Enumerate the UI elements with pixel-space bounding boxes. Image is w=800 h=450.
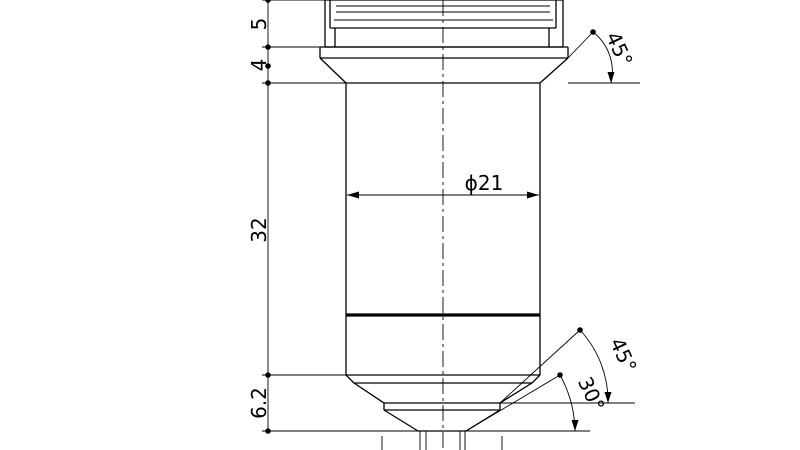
tip-angle-dimension bbox=[465, 372, 590, 432]
vertical-dimension-chain bbox=[262, 0, 418, 434]
body-length-label: 32 bbox=[247, 217, 271, 242]
main-body bbox=[345, 83, 541, 376]
nose-length-label: 6.2 bbox=[247, 387, 271, 419]
upper-angle-label: 45° bbox=[601, 28, 638, 70]
diameter-dimension bbox=[347, 191, 539, 199]
lower-angle-label: 45° bbox=[605, 334, 642, 376]
tip-angle-label: 30° bbox=[573, 373, 610, 415]
flange bbox=[319, 46, 569, 84]
thread-collar bbox=[324, 0, 564, 48]
diameter-label: ϕ21 bbox=[465, 171, 504, 195]
collar-height-label: 5 bbox=[247, 18, 271, 31]
upper-angle-dimension bbox=[567, 29, 640, 84]
lower-angle-dimension bbox=[499, 327, 635, 404]
flange-height-label: 4 bbox=[247, 59, 271, 72]
